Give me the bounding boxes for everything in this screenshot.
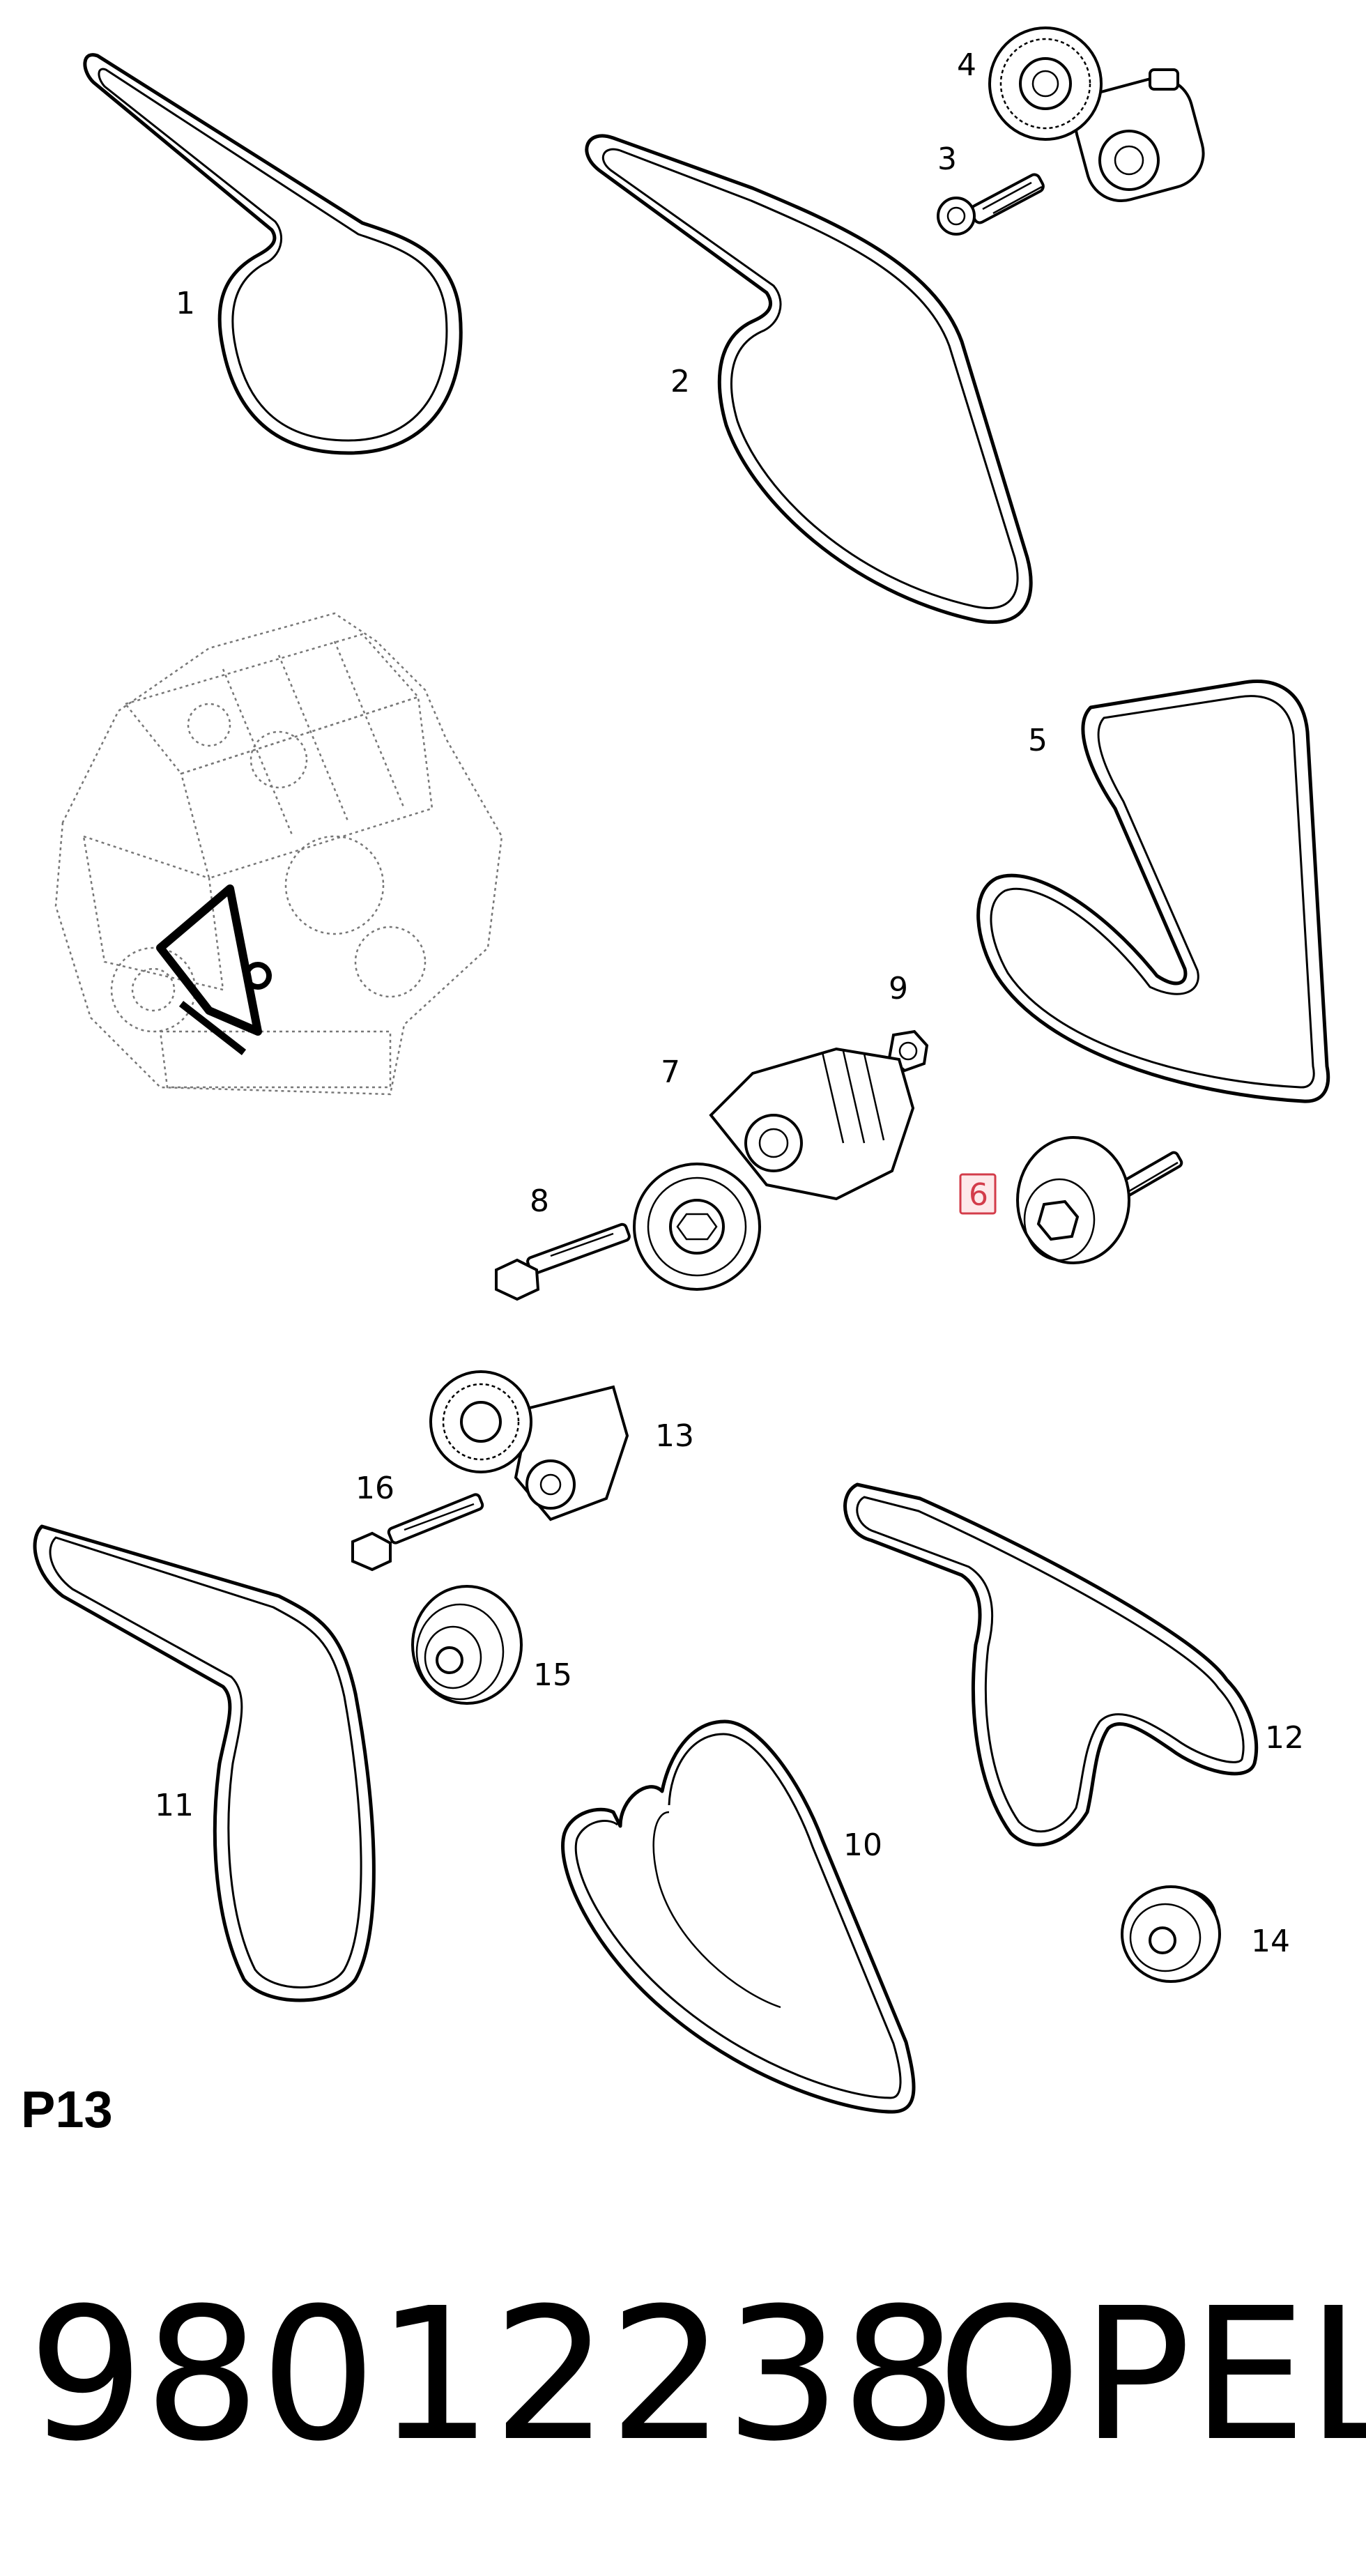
pulley-15 [411,1585,523,1705]
callout-11: 11 [155,1788,194,1823]
belt-10 [561,1719,916,2114]
bolt-3 [937,173,1045,236]
svg-text:4: 4 [957,47,976,83]
svg-text:1: 1 [176,286,195,321]
callout-7: 7 [661,1055,680,1090]
svg-text:7: 7 [661,1055,680,1090]
callout-3: 3 [937,141,957,177]
svg-text:9: 9 [889,971,908,1006]
belt-11 [33,1524,376,2002]
callout-8: 8 [530,1183,549,1219]
svg-text:10: 10 [843,1827,882,1863]
svg-text:12: 12 [1265,1720,1304,1756]
callout-1: 1 [176,286,195,321]
callout-5: 5 [1028,723,1047,758]
svg-text:16: 16 [355,1471,394,1506]
svg-text:15: 15 [533,1657,572,1693]
section-label: P13 [21,2080,113,2138]
callout-4: 4 [957,47,976,83]
callout-12: 12 [1265,1720,1304,1756]
callout-14: 14 [1251,1924,1290,1959]
tensioner-4 [988,26,1205,203]
svg-text:13: 13 [655,1418,694,1454]
svg-text:14: 14 [1251,1924,1290,1959]
callout-10: 10 [843,1827,882,1863]
callout-2: 2 [670,364,690,399]
part-number: 98012238 [28,2269,958,2481]
svg-text:2: 2 [670,364,690,399]
svg-text:11: 11 [155,1788,194,1823]
svg-text:3: 3 [937,141,957,177]
belt-5 [976,680,1330,1103]
tensioner-13 [429,1370,629,1521]
belt-12 [843,1482,1259,1847]
brand-name: OPEL [937,2269,1366,2481]
idler-pulley-6 [1016,1136,1183,1264]
svg-text:6: 6 [969,1177,988,1213]
pulley-14 [1121,1885,1221,1983]
bolt-16 [351,1493,484,1572]
callout-15: 15 [533,1657,572,1693]
svg-text:5: 5 [1028,723,1047,758]
callout-6[interactable]: 6 [959,1173,997,1215]
belt-2 [585,134,1033,624]
engine-illustration [54,612,503,1096]
callout-13: 13 [655,1418,694,1454]
bolt-8 [495,1222,631,1301]
svg-text:8: 8 [530,1183,549,1219]
belt-1 [83,53,463,455]
tensioner-7 [633,1047,915,1291]
callout-9: 9 [889,971,908,1006]
callout-16: 16 [355,1471,394,1506]
